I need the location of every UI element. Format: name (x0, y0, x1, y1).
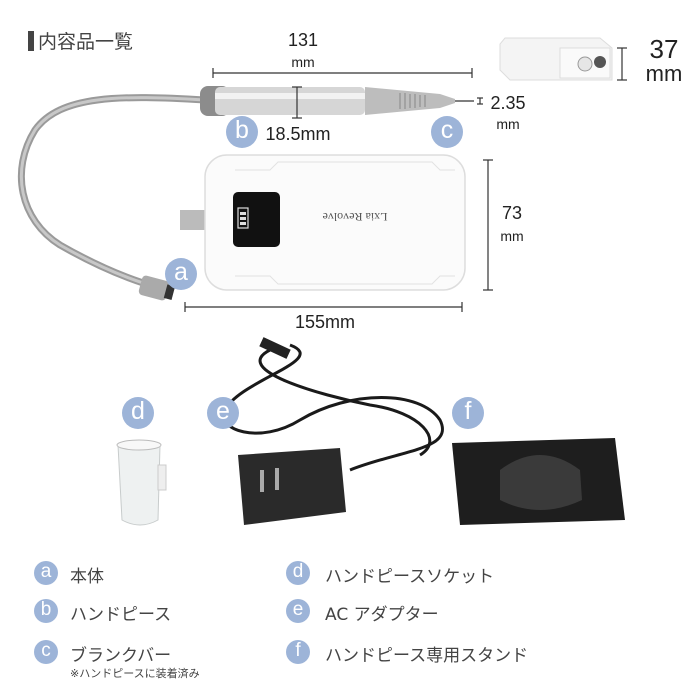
legend-d-badge: d (286, 561, 310, 585)
legend-c-badge: c (34, 640, 58, 664)
ac-adapter (222, 337, 444, 525)
title-bar-icon (28, 31, 34, 51)
title-text: 内容品一覧 (38, 31, 134, 53)
dimension-lines (184, 47, 627, 312)
legend-a-badge: a (34, 561, 58, 585)
body-thickness-unit: mm (645, 61, 683, 86)
handpiece-diameter-value: 18.5mm (265, 124, 331, 144)
legend-e-label: AC アダプター (325, 605, 439, 625)
device-logo: Lxia Revolve (323, 210, 388, 224)
page-title: 内容品一覧 (28, 27, 133, 54)
cable-connector (138, 275, 170, 301)
body-height-unit: mm (500, 228, 524, 244)
handpiece-length-unit: mm (291, 54, 315, 70)
legend-d-label: ハンドピースソケット (325, 567, 495, 587)
handpiece-length-value: 131 (287, 30, 319, 50)
label-e-badge: e (207, 397, 239, 429)
label-f-badge: f (452, 397, 484, 429)
display-screen (233, 192, 280, 247)
label-b-badge: b (226, 116, 258, 148)
label-c-badge: c (431, 116, 463, 148)
bit-diameter-unit: mm (496, 116, 520, 132)
handpiece-stand (452, 438, 625, 525)
legend-f-badge: f (286, 640, 310, 664)
bit-diameter-value: 2.35 (490, 93, 526, 113)
legend-c-label: ブランクバー (70, 646, 172, 666)
label-a-badge: a (165, 258, 197, 290)
body-thickness-value: 37 (649, 34, 679, 64)
body-height-value: 73 (501, 203, 523, 223)
handpiece (200, 86, 474, 116)
legend-f-label: ハンドピース専用スタンド (325, 646, 529, 666)
legend-b-label: ハンドピース (70, 605, 172, 625)
handpiece-socket (116, 439, 167, 526)
legend-e-badge: e (286, 599, 310, 623)
body-side-view (499, 37, 613, 81)
body-width-value: 155mm (294, 312, 356, 332)
main-body: Lxia Revolve (180, 154, 466, 291)
legend-a-label: 本体 (70, 567, 104, 587)
legend-c-note: ※ハンドピースに装着済み (70, 667, 200, 680)
label-d-badge: d (122, 397, 154, 429)
legend-b-badge: b (34, 599, 58, 623)
